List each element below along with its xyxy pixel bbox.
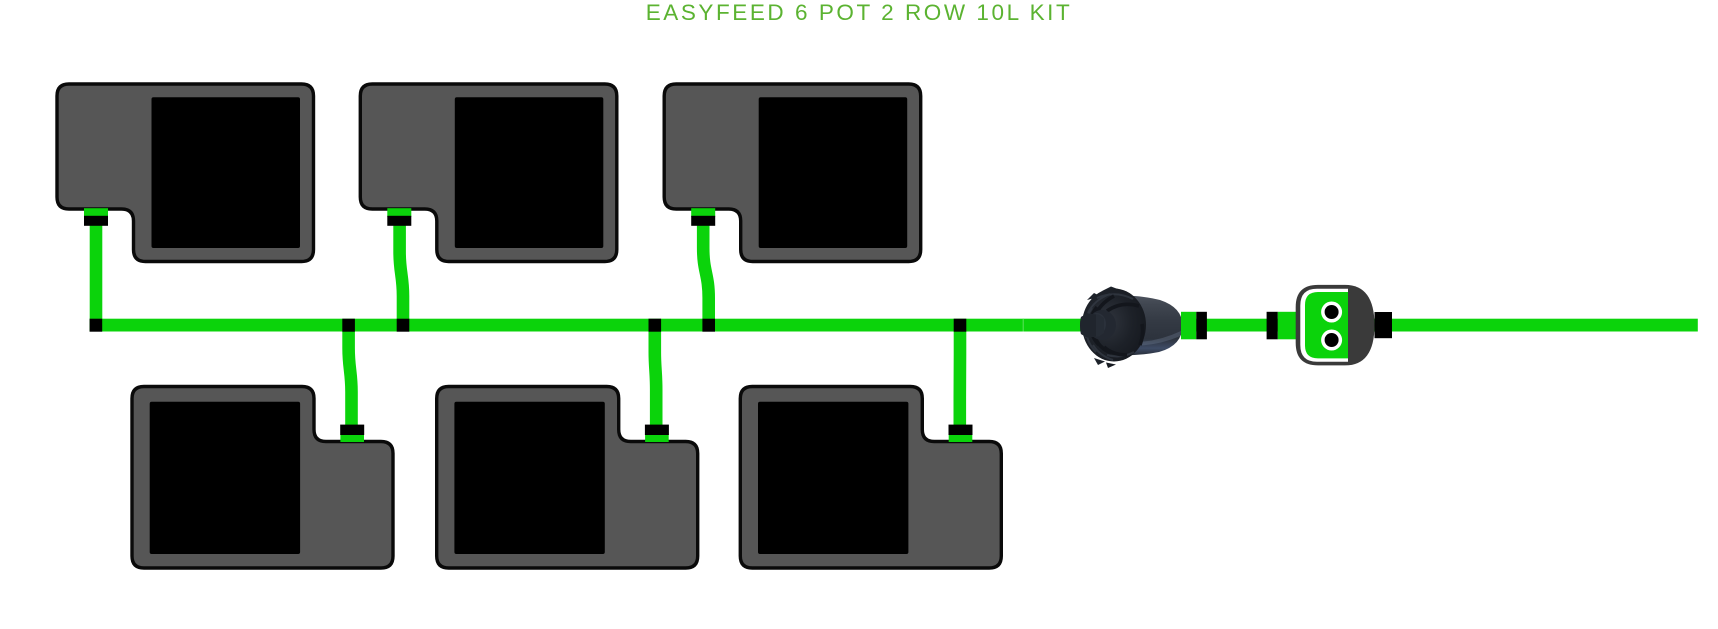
svg-text:EASYFEED 6 POT 2 ROW 10L KIT: EASYFEED 6 POT 2 ROW 10L KIT <box>646 0 1073 25</box>
